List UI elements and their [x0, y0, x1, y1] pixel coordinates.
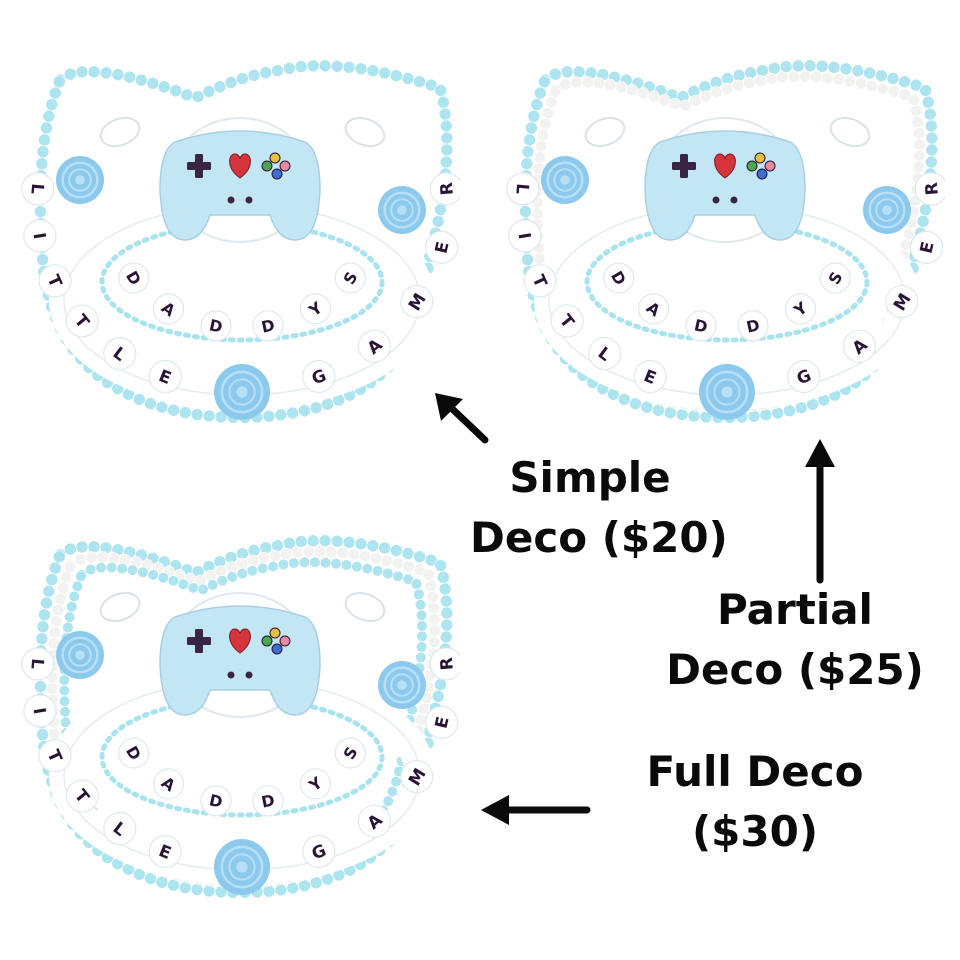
dpad-icon	[187, 629, 211, 653]
vent-hole	[829, 116, 871, 148]
heart-icon	[714, 153, 736, 179]
start-dot	[245, 671, 253, 679]
svg-text:D: D	[745, 315, 762, 336]
caption-full-deco: Full Deco ($30)	[625, 742, 885, 862]
vent-hole	[99, 591, 141, 623]
arrow-icon	[481, 795, 591, 825]
face-buttons	[261, 152, 291, 180]
rose-icon	[214, 839, 270, 895]
dpad-icon	[187, 154, 211, 178]
heart-icon	[229, 628, 251, 654]
caption-partial-deco: Partial Deco ($25)	[660, 580, 930, 700]
svg-text:L: L	[27, 658, 48, 671]
svg-text:I: I	[514, 231, 535, 240]
vent-hole	[344, 591, 386, 623]
svg-text:R: R	[436, 656, 457, 671]
vent-hole	[584, 116, 626, 148]
svg-text:R: R	[436, 181, 457, 196]
caption-line: Partial	[717, 585, 873, 634]
face-buttons	[746, 152, 776, 180]
svg-text:D: D	[260, 790, 277, 811]
svg-text:E: E	[916, 240, 938, 256]
svg-text:E: E	[431, 715, 453, 731]
select-dot	[712, 196, 720, 204]
heart-icon	[229, 153, 251, 179]
vent-hole	[99, 116, 141, 148]
start-dot	[245, 196, 253, 204]
vent-hole	[344, 116, 386, 148]
svg-text:R: R	[921, 181, 942, 196]
svg-text:D: D	[208, 790, 225, 811]
svg-text:L: L	[512, 183, 533, 196]
svg-text:D: D	[260, 315, 277, 336]
svg-text:L: L	[27, 183, 48, 196]
svg-text:D: D	[693, 315, 710, 336]
caption-line: Simple	[509, 453, 671, 502]
start-dot	[730, 196, 738, 204]
caption-line: Deco ($20)	[470, 513, 728, 562]
arrow-icon	[805, 439, 835, 584]
select-dot	[227, 671, 235, 679]
rose-icon	[541, 156, 589, 204]
caption-line: Deco ($25)	[666, 645, 924, 694]
caption-line: ($30)	[691, 807, 819, 856]
svg-text:I: I	[29, 706, 50, 715]
select-dot	[227, 196, 235, 204]
svg-text:D: D	[208, 315, 225, 336]
svg-text:I: I	[29, 231, 50, 240]
rose-icon	[863, 186, 911, 234]
caption-line: Full Deco	[646, 747, 864, 796]
caption-simple-deco: Simple Deco ($20)	[470, 448, 728, 568]
dpad-icon	[672, 154, 696, 178]
rose-icon	[699, 364, 755, 420]
rose-icon	[214, 364, 270, 420]
rose-icon	[378, 186, 426, 234]
rose-icon	[56, 631, 104, 679]
svg-text:E: E	[431, 240, 453, 256]
face-buttons	[261, 627, 291, 655]
rose-icon	[56, 156, 104, 204]
rose-icon	[378, 661, 426, 709]
arrow-icon	[435, 393, 489, 444]
